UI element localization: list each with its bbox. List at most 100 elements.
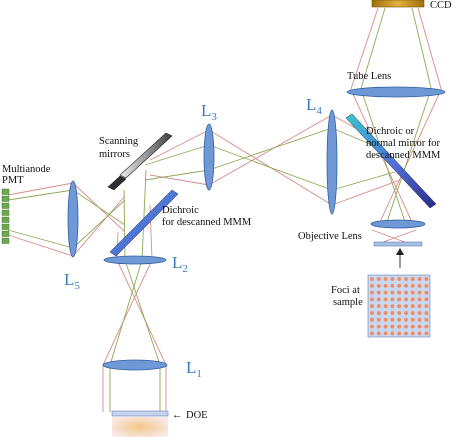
right-dichroic-mirror xyxy=(345,113,437,209)
focus-dot xyxy=(424,297,429,302)
pmt-anode xyxy=(1,195,10,202)
focus-dot xyxy=(370,317,374,322)
focus-dot xyxy=(424,290,429,295)
focus-dot xyxy=(370,331,374,336)
focus-dot xyxy=(370,324,374,329)
green-beam-ccd xyxy=(359,7,433,223)
focus-dot xyxy=(397,290,402,295)
focus-dot xyxy=(370,297,374,302)
focus-dot xyxy=(383,297,388,302)
lens-l4 xyxy=(326,109,338,215)
focus-dot xyxy=(404,324,408,329)
focus-dot xyxy=(370,311,374,315)
objective-lens-label: Objective Lens xyxy=(298,231,362,242)
focus-dot xyxy=(404,317,408,322)
focus-dot xyxy=(376,311,381,315)
focus-dot xyxy=(370,290,374,295)
focus-dot xyxy=(390,317,395,322)
focus-dot xyxy=(370,283,374,288)
scanning-mirrors-label-line1: Scanning xyxy=(99,136,139,147)
pmt-anode xyxy=(1,202,10,209)
objective-lens xyxy=(370,219,426,229)
focus-dot xyxy=(424,317,429,322)
focus-dot xyxy=(383,283,388,288)
focus-dot xyxy=(390,297,395,302)
focus-dot xyxy=(417,331,422,336)
focus-dot xyxy=(424,277,429,281)
focus-dot xyxy=(383,290,388,295)
focus-dot xyxy=(390,311,395,315)
focus-dot xyxy=(383,277,388,281)
focus-dot xyxy=(376,317,381,322)
focus-dot xyxy=(390,304,395,309)
pmt-anode xyxy=(1,188,10,195)
focus-dot xyxy=(376,324,381,329)
focus-dot xyxy=(390,277,395,281)
focus-dot xyxy=(410,290,415,295)
focus-dot xyxy=(383,311,388,315)
doe-glow xyxy=(112,417,168,437)
ccd-detector xyxy=(371,0,425,8)
focus-dot xyxy=(370,304,374,309)
doe-arrow: ← xyxy=(172,410,183,421)
lens-l3 xyxy=(203,123,215,191)
focus-dot xyxy=(424,283,429,288)
green-beam-pmt xyxy=(7,189,126,249)
focus-dot xyxy=(383,317,388,322)
focus-dot xyxy=(417,324,422,329)
focus-dot xyxy=(424,304,429,309)
focus-dot xyxy=(404,304,408,309)
focus-dot xyxy=(390,331,395,336)
focus-dot xyxy=(390,324,395,329)
right-dichroic-label-line1: Dichroic or xyxy=(366,126,415,137)
scanning-mirrors-label-line2: mirrors xyxy=(99,149,130,160)
focus-dot xyxy=(417,277,422,281)
focus-dot xyxy=(404,290,408,295)
focus-dot xyxy=(370,277,374,281)
doe-label: DOE xyxy=(186,410,208,421)
focus-dot xyxy=(410,304,415,309)
focus-dot xyxy=(410,317,415,322)
lens-l2 xyxy=(103,255,167,265)
left-dichroic-label-line1: Dichroic xyxy=(162,205,199,216)
left-dichroic-label-line2: for descanned MMM xyxy=(162,217,252,228)
focus-dot xyxy=(417,290,422,295)
focus-dot xyxy=(376,304,381,309)
focus-dot xyxy=(424,311,429,315)
lens-l5 xyxy=(67,180,79,258)
focus-dot xyxy=(397,311,402,315)
focus-dot xyxy=(397,277,402,281)
tube-lens-label: Tube Lens xyxy=(347,71,391,82)
pmt-anode xyxy=(1,230,10,237)
focus-dot xyxy=(383,331,388,336)
right-dichroic-label-line2: normal mirror for xyxy=(366,138,441,149)
focus-dot xyxy=(410,324,415,329)
scanning-mirror-lower xyxy=(107,175,127,191)
focus-dot xyxy=(383,324,388,329)
pmt-anode xyxy=(1,223,10,230)
focus-dot xyxy=(410,311,415,315)
focus-dot xyxy=(417,311,422,315)
focus-dot xyxy=(417,283,422,288)
focus-dot xyxy=(397,297,402,302)
beam-paths xyxy=(7,7,443,412)
multianode-pmt xyxy=(1,188,10,244)
pmt-label-line1: Multianode xyxy=(2,164,51,175)
green-beam-vertical xyxy=(109,169,161,412)
left-dichroic-mirror xyxy=(109,189,179,257)
scanning-mirror-upper xyxy=(119,132,173,179)
focus-dot xyxy=(404,277,408,281)
focus-dot xyxy=(376,277,381,281)
focus-dot xyxy=(397,324,402,329)
focus-dot xyxy=(397,283,402,288)
focus-dot xyxy=(410,283,415,288)
focus-dot xyxy=(417,317,422,322)
foci-arrow-head xyxy=(396,248,404,255)
focus-dot xyxy=(376,331,381,336)
red-beam-ccd xyxy=(349,7,443,245)
focus-dot xyxy=(397,331,402,336)
tube-lens xyxy=(346,86,446,98)
lens-l2-label: L2 xyxy=(172,253,188,275)
red-beam-pmt xyxy=(7,182,126,257)
